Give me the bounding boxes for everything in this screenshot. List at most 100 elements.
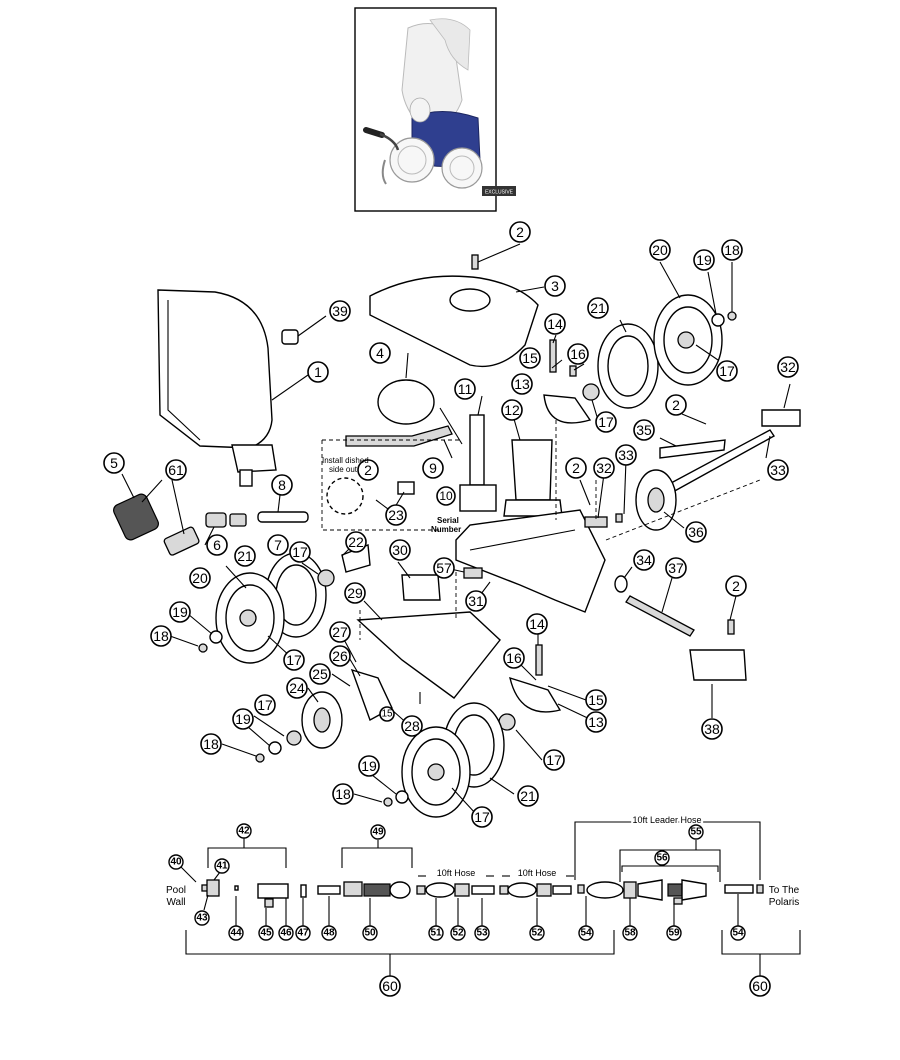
svg-text:14: 14 <box>529 616 545 632</box>
leader-hose-label: 10ft Leader Hose <box>632 815 701 825</box>
svg-text:13: 13 <box>588 714 604 730</box>
callout-19-lowleft: 19 <box>232 708 254 730</box>
svg-text:43: 43 <box>196 913 208 924</box>
callout-13-low: 13 <box>585 711 607 733</box>
svg-text:24: 24 <box>289 680 305 696</box>
svg-text:49: 49 <box>372 827 384 838</box>
svg-text:17: 17 <box>598 414 614 430</box>
callout-15-low: 15 <box>585 689 607 711</box>
svg-text:3: 3 <box>551 278 559 294</box>
callout-16-top: 16 <box>567 343 589 365</box>
svg-text:50: 50 <box>364 928 376 939</box>
callout-32-mid: 32 <box>593 457 615 479</box>
svg-text:21: 21 <box>590 300 606 316</box>
svg-text:18: 18 <box>335 786 351 802</box>
svg-text:21: 21 <box>520 788 536 804</box>
parts-artwork <box>113 254 801 818</box>
callout-37: 37 <box>665 557 687 579</box>
svg-text:48: 48 <box>323 928 335 939</box>
product-badge: EXCLUSIVE <box>485 190 514 196</box>
svg-text:42: 42 <box>238 826 250 837</box>
svg-text:23: 23 <box>388 507 404 523</box>
svg-text:39: 39 <box>332 303 348 319</box>
svg-text:61: 61 <box>168 462 184 478</box>
svg-text:18: 18 <box>153 628 169 644</box>
hose-assembly: Pool Wall To The Polaris 10ft Hose 10ft … <box>166 813 801 976</box>
callout-52-b: 52 <box>529 925 545 941</box>
svg-text:46: 46 <box>280 928 292 939</box>
svg-text:1: 1 <box>314 364 322 380</box>
svg-text:19: 19 <box>235 711 251 727</box>
callout-50: 50 <box>362 925 378 941</box>
callout-25: 25 <box>309 663 331 685</box>
svg-text:8: 8 <box>278 477 286 493</box>
svg-text:56: 56 <box>656 853 668 864</box>
callout-17-left: 17 <box>289 541 311 563</box>
callout-21-left: 21 <box>234 545 256 567</box>
svg-text:25: 25 <box>312 666 328 682</box>
callout-11: 11 <box>454 378 476 400</box>
callout-59: 59 <box>666 925 682 941</box>
callout-18-lowleft: 18 <box>200 733 222 755</box>
callout-17-leftlow: 17 <box>283 649 305 671</box>
callout-18-left: 18 <box>150 625 172 647</box>
callout-46: 46 <box>278 925 294 941</box>
callout-36: 36 <box>685 521 707 543</box>
svg-text:57: 57 <box>436 560 452 576</box>
svg-text:9: 9 <box>429 460 437 476</box>
svg-text:18: 18 <box>203 736 219 752</box>
callout-4: 4 <box>369 342 391 364</box>
callout-3: 3 <box>544 275 566 297</box>
svg-text:58: 58 <box>624 928 636 939</box>
callout-27: 27 <box>329 621 351 643</box>
callout-53: 53 <box>474 925 490 941</box>
svg-text:38: 38 <box>704 721 720 737</box>
svg-text:2: 2 <box>516 224 524 240</box>
callout-20-left: 20 <box>189 567 211 589</box>
callout-31: 31 <box>465 590 487 612</box>
callout-2-left: 2 <box>357 459 379 481</box>
callout-49: 49 <box>370 824 386 840</box>
svg-text:59: 59 <box>668 928 680 939</box>
callout-17-topmid: 17 <box>595 411 617 433</box>
callout-35: 35 <box>633 419 655 441</box>
note-install-dished-2: side out <box>329 465 358 474</box>
svg-text:17: 17 <box>719 363 735 379</box>
main-callouts: 1 2 3 39 4 5 61 6 7 8 9 11 12 14 15 16 1… <box>103 221 799 828</box>
callout-2-lowright: 2 <box>725 575 747 597</box>
callout-42: 42 <box>236 823 252 839</box>
callout-45: 45 <box>258 925 274 941</box>
callout-14-low: 14 <box>526 613 548 635</box>
svg-text:17: 17 <box>546 752 562 768</box>
callout-18-top: 18 <box>721 239 743 261</box>
callout-26: 26 <box>329 645 351 667</box>
svg-text:15: 15 <box>588 692 604 708</box>
callout-17-bottom: 17 <box>471 806 493 828</box>
callout-21-top: 21 <box>587 297 609 319</box>
callout-13-top: 13 <box>511 373 533 395</box>
svg-text:55: 55 <box>690 827 702 838</box>
pool-label-2: Wall <box>166 897 185 908</box>
note-serial-2: Number <box>431 525 461 534</box>
svg-text:34: 34 <box>636 552 652 568</box>
callout-2-mid: 2 <box>565 457 587 479</box>
svg-text:19: 19 <box>172 604 188 620</box>
svg-text:17: 17 <box>257 697 273 713</box>
callout-33-mid: 33 <box>615 444 637 466</box>
svg-text:20: 20 <box>652 242 668 258</box>
callout-51: 51 <box>428 925 444 941</box>
callout-7: 7 <box>267 534 289 556</box>
callout-1: 1 <box>307 361 329 383</box>
callout-23: 23 <box>385 504 407 526</box>
callout-17-lowright: 17 <box>543 749 565 771</box>
product-photo: EXCLUSIVE <box>354 7 516 212</box>
annotations: Install dished side out Serial Number <box>322 456 461 534</box>
polaris-label-1: To The <box>769 885 800 896</box>
svg-text:45: 45 <box>260 928 272 939</box>
svg-text:6: 6 <box>213 537 221 553</box>
callout-39: 39 <box>329 300 351 322</box>
svg-text:33: 33 <box>618 447 634 463</box>
svg-text:27: 27 <box>332 624 348 640</box>
callout-47: 47 <box>295 925 311 941</box>
callout-60-a: 60 <box>379 975 401 997</box>
